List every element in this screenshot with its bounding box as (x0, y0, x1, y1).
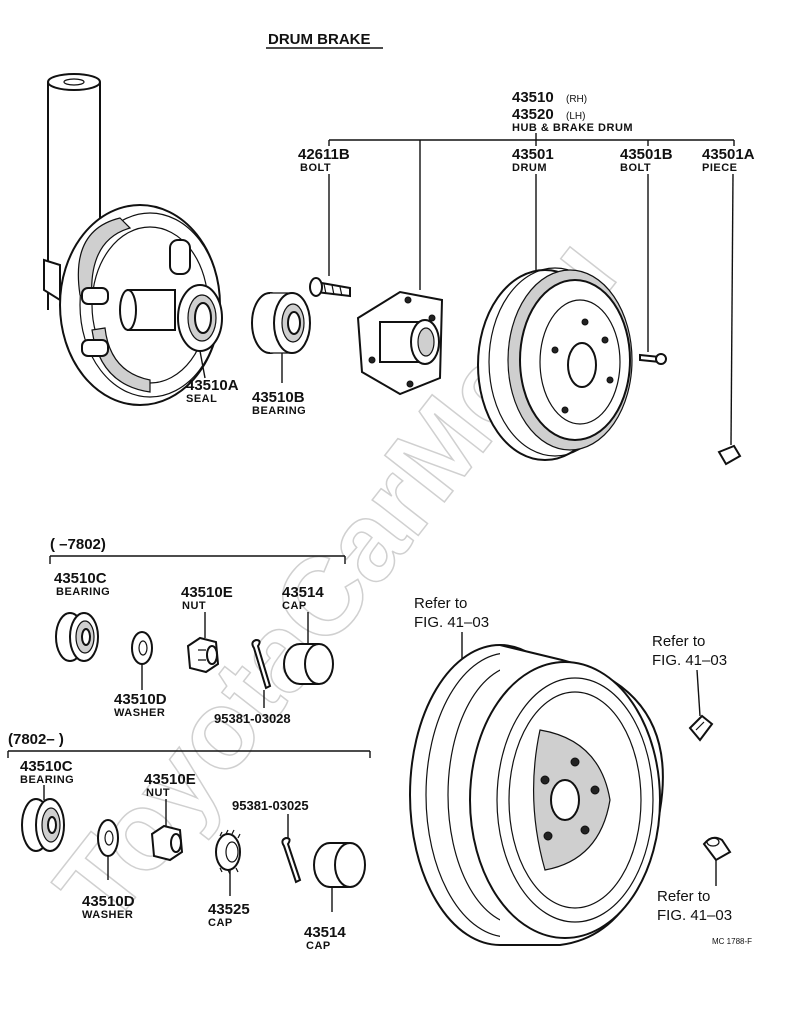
pn-43510D: 43510D (114, 691, 167, 708)
bearing-label-2: BEARING (20, 774, 74, 786)
drum-bolt (639, 353, 667, 365)
backing-plate (43, 73, 223, 406)
ref1-line1: Refer to (414, 595, 467, 612)
lock-cap (215, 829, 241, 875)
lh-label: (LH) (566, 111, 585, 122)
pn-43514-2: 43514 (304, 924, 346, 941)
seal-leader (199, 350, 206, 379)
pn-95381-03025: 95381-03025 (232, 798, 309, 813)
ref2-line1: Refer to (652, 633, 705, 650)
bearing-43510C-2 (21, 798, 65, 852)
bolt-label: BOLT (300, 162, 331, 174)
grease-cap-2 (313, 842, 366, 888)
pn-43510E-2: 43510E (144, 771, 196, 788)
grease-cap (283, 643, 334, 685)
hub-bolt (309, 277, 351, 298)
washer-label: WASHER (114, 707, 165, 719)
ref3-line1: Refer to (657, 888, 710, 905)
ref2-line2: FIG. 41–03 (652, 652, 727, 669)
pn-43510A: 43510A (186, 377, 239, 394)
washer-43510D-2 (97, 819, 119, 857)
diagram-title: DRUM BRAKE (268, 31, 371, 48)
pn-43520: 43520 (512, 106, 554, 123)
washer-43510D (131, 631, 153, 665)
pn-95381-03028: 95381-03028 (214, 711, 291, 726)
piece-label: PIECE (702, 162, 738, 174)
piece-leader (730, 173, 734, 446)
pn-43510E: 43510E (181, 584, 233, 601)
brake-drum (477, 267, 633, 461)
washer-label-2: WASHER (82, 909, 133, 921)
ref1-line2: FIG. 41–03 (414, 614, 489, 631)
group2-range: (7802– ) (8, 731, 64, 748)
ref3-line2: FIG. 41–03 (657, 907, 732, 924)
bolt-label-2: BOLT (620, 162, 651, 174)
bearing-43510C (55, 612, 99, 662)
cotter-pin-2 (281, 836, 302, 884)
seal-label: SEAL (186, 393, 217, 405)
nut-label-2: NUT (146, 787, 170, 799)
drum-label: DRUM (512, 162, 547, 174)
bearing-label: BEARING (56, 586, 110, 598)
pn-43525: 43525 (208, 901, 250, 918)
disc-wheel (409, 644, 664, 946)
rh-label: (RH) (566, 94, 587, 105)
nut-label: NUT (182, 600, 206, 612)
hub-brake-drum-label: HUB & BRAKE DRUM (512, 122, 633, 134)
castle-nut (186, 636, 220, 674)
valve-stem (688, 714, 714, 742)
pn-43510B: 43510B (252, 389, 305, 406)
pn-43510C-2: 43510C (20, 758, 73, 775)
balance-piece (717, 444, 742, 466)
cotter-pin (251, 638, 272, 690)
bearing-label: BEARING (252, 405, 306, 417)
cap-label: CAP (282, 600, 307, 612)
pn-43501A: 43501A (702, 146, 755, 163)
pn-43501: 43501 (512, 146, 554, 163)
hub (356, 290, 444, 396)
cap-label-3: CAP (306, 940, 331, 952)
pn-43501B: 43501B (620, 146, 673, 163)
wheel-nut (702, 836, 732, 862)
cap-label-2: CAP (208, 917, 233, 929)
group1-range: ( –7802) (50, 536, 106, 553)
hex-nut (150, 824, 184, 862)
pn-43514: 43514 (282, 584, 324, 601)
bearing-43510B (251, 292, 311, 354)
valve-leader (696, 669, 701, 717)
figure-code: MC 1788-F (712, 937, 752, 946)
pn-43510D-2: 43510D (82, 893, 135, 910)
pn-42611B: 42611B (298, 146, 350, 163)
pn-43510C: 43510C (54, 570, 107, 587)
pn-43510: 43510 (512, 89, 554, 106)
